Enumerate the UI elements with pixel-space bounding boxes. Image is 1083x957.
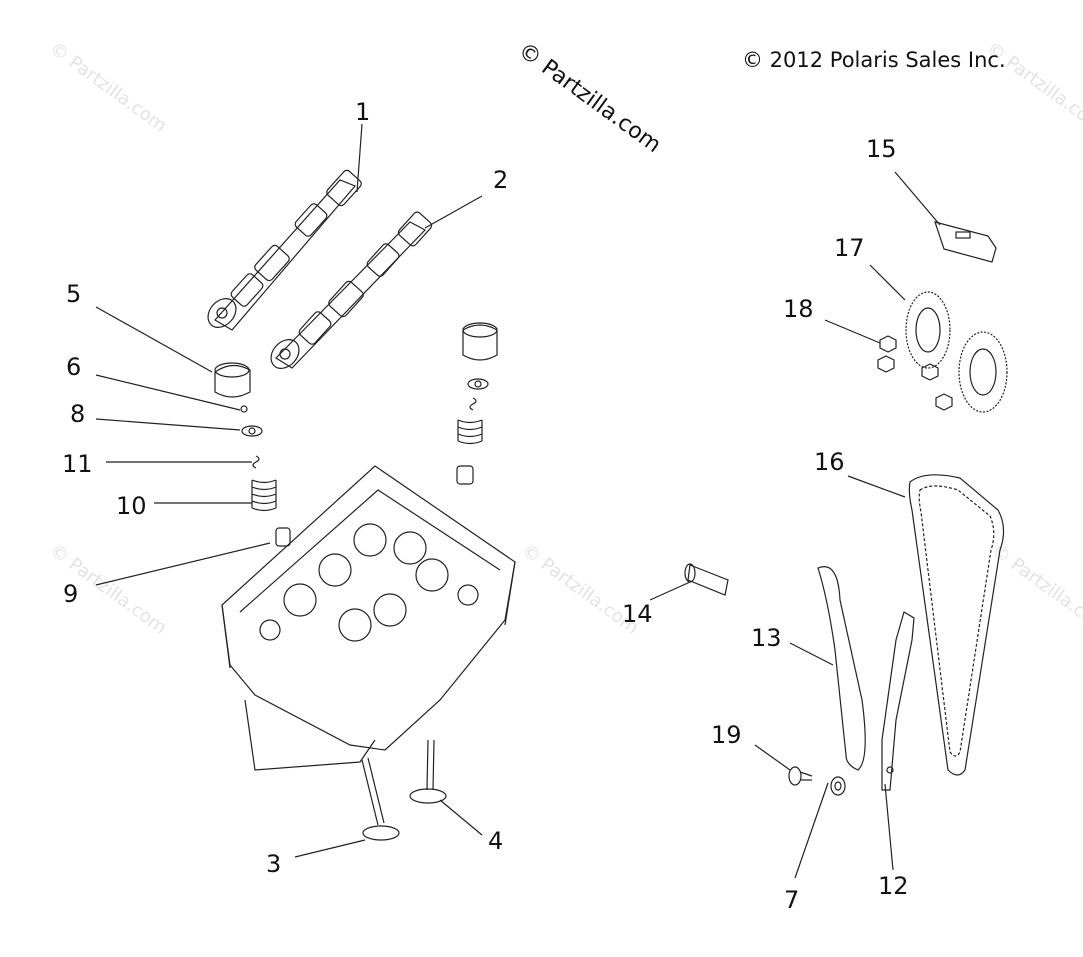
callout-4: 4 [488,827,504,855]
callout-1: 1 [355,98,371,126]
valve-train-right [456,322,498,485]
callout-9: 9 [63,580,79,608]
callout-13: 13 [751,624,782,652]
callout-18: 18 [783,295,814,323]
callout-6: 6 [66,353,82,381]
sprocket-17 [905,291,1008,413]
valve-4 [409,739,447,804]
part-14-tensioner [684,563,729,596]
washer-7 [830,776,846,796]
callout-5: 5 [66,280,82,308]
callout-17: 17 [834,234,865,262]
camshaft-1 [207,169,362,331]
callout-19: 19 [711,721,742,749]
part-15-bracket [934,221,997,263]
camshaft-2 [270,211,433,369]
valve-train-left [214,362,291,547]
copyright-notice: © 2012 Polaris Sales Inc. [742,48,1006,72]
valve-3 [361,757,400,841]
callout-10: 10 [116,492,147,520]
cylinder-head [221,465,516,771]
callout-12: 12 [878,872,909,900]
chain-guide-12 [881,611,915,791]
bolts-18 [877,335,953,411]
chain-guide-13 [817,566,866,771]
callout-7: 7 [784,886,800,914]
callout-15: 15 [866,135,897,163]
callout-16: 16 [814,448,845,476]
callout-14: 14 [622,600,653,628]
callout-3: 3 [266,850,282,878]
callout-2: 2 [493,166,509,194]
leader-lines [95,123,941,879]
cam-chain-16 [908,474,1005,776]
callout-8: 8 [70,400,86,428]
callout-11: 11 [62,450,93,478]
bolt-19 [788,766,813,786]
